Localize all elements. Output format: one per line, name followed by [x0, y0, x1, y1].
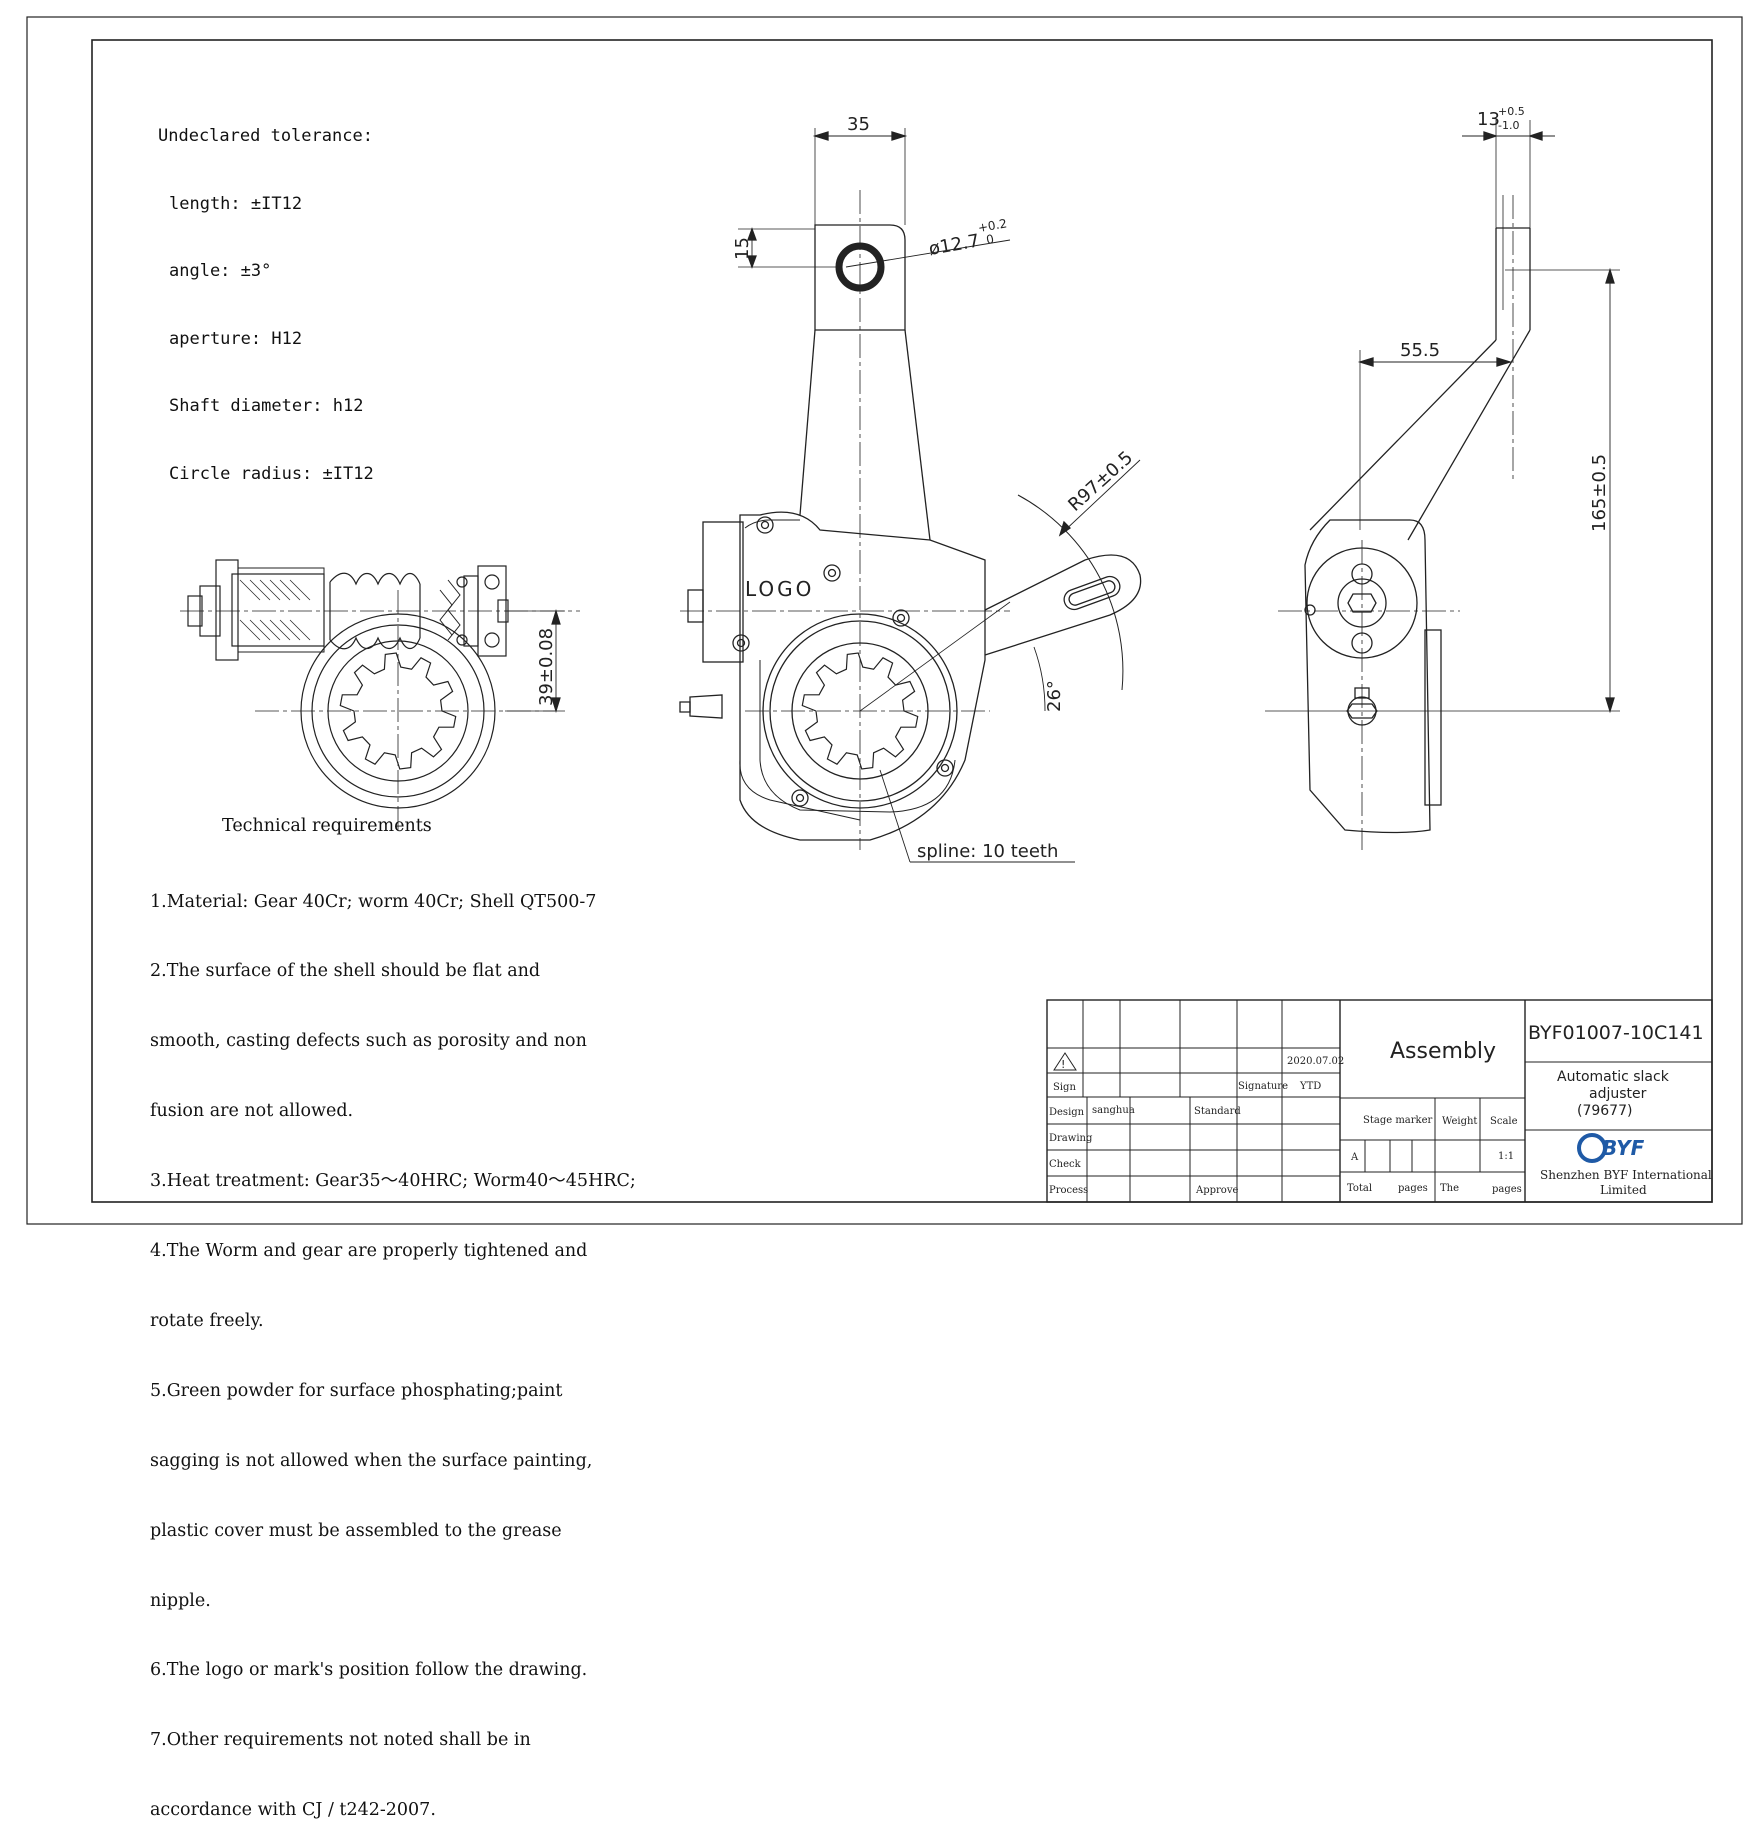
tb-design-label: Design	[1049, 1107, 1085, 1118]
dim-hole-tol-dn: 0	[985, 232, 995, 247]
tb-part-name-3: (79677)	[1577, 1103, 1632, 1119]
tb-drawing: Drawing	[1049, 1133, 1093, 1144]
dim-angle: 26°	[1044, 680, 1065, 712]
tolerance-notes: Undeclared tolerance: length: ±IT12 angl…	[158, 80, 374, 508]
technical-title: Technical requirements	[222, 816, 432, 836]
tolerance-line: length: ±IT12	[169, 193, 303, 214]
svg-text:BYF: BYF	[1602, 1136, 1645, 1160]
dim-radius: R97±0.5	[1064, 447, 1137, 516]
dim-thickness-tol-up: +0.5	[1498, 105, 1525, 118]
tb-scale-value: 1:1	[1498, 1151, 1514, 1162]
tolerance-title: Undeclared tolerance:	[158, 126, 373, 146]
technical-line: 3.Heat treatment: Gear35～40HRC; Worm40～4…	[150, 1171, 636, 1192]
technical-line: rotate freely.	[150, 1310, 264, 1331]
tb-part-number: BYF01007-10C141	[1528, 1022, 1704, 1044]
tb-pages-1: pages	[1398, 1183, 1428, 1194]
tb-stage-value: A	[1350, 1152, 1359, 1163]
dim-hole-tol-up: +0.2	[977, 216, 1008, 235]
logo-text: LOGO	[745, 577, 814, 601]
technical-line: plastic cover must be assembled to the g…	[150, 1520, 562, 1541]
worm-gear-view	[180, 559, 580, 830]
dim-hole-diameter: ø12.7	[927, 230, 981, 260]
technical-line: smooth, casting defects such as porosity…	[150, 1031, 587, 1052]
tb-part-name-1: Automatic slack	[1557, 1069, 1670, 1085]
tb-total: Total	[1347, 1183, 1372, 1194]
technical-line: 7.Other requirements not noted shall be …	[150, 1730, 531, 1751]
tolerance-line: Circle radius: ±IT12	[169, 463, 374, 484]
drawing-sheet: 39±0.08	[26, 16, 1743, 1225]
technical-requirements: 1.Material: Gear 40Cr; worm 40Cr; Shell …	[150, 844, 636, 1846]
technical-line: 4.The Worm and gear are properly tighten…	[150, 1241, 588, 1262]
title-block	[1046, 999, 1713, 1203]
tb-warning-mark: !	[1061, 1058, 1065, 1071]
tb-stage-marker: Stage marker	[1363, 1115, 1433, 1126]
tb-date: 2020.07.02	[1287, 1056, 1344, 1067]
side-view	[1265, 120, 1620, 850]
technical-line: fusion are not allowed.	[150, 1101, 354, 1122]
tb-pages-2: pages	[1492, 1184, 1522, 1195]
dim-arm-length: 165±0.5	[1589, 454, 1610, 532]
tolerance-line: Shaft diameter: h12	[169, 396, 364, 416]
tb-check: Check	[1049, 1159, 1082, 1170]
dim-width-top: 35	[847, 114, 870, 135]
tb-process: Process	[1049, 1185, 1088, 1196]
dim-offset: 55.5	[1400, 340, 1440, 361]
spline-label: spline: 10 teeth	[917, 841, 1058, 862]
tb-standard: Standard	[1194, 1106, 1241, 1117]
tb-company-2: Limited	[1600, 1183, 1647, 1197]
tb-designer: sanghua	[1092, 1105, 1135, 1116]
dim-thickness-tol-dn: -1.0	[1498, 119, 1519, 132]
tb-part-name-2: adjuster	[1589, 1086, 1647, 1102]
tb-weight: Weight	[1442, 1116, 1477, 1127]
tb-assembly: Assembly	[1390, 1039, 1496, 1064]
technical-line: 5.Green powder for surface phosphating;p…	[150, 1380, 563, 1401]
tb-company-1: Shenzhen BYF International	[1540, 1168, 1712, 1182]
technical-line: 6.The logo or mark's position follow the…	[150, 1660, 588, 1681]
technical-line: 2.The surface of the shell should be fla…	[150, 961, 541, 982]
technical-line: nipple.	[150, 1590, 211, 1611]
tolerance-line: angle: ±3°	[169, 261, 272, 281]
tb-approve: Approve	[1195, 1185, 1238, 1196]
dim-center-height: 39±0.08	[536, 628, 557, 706]
tb-sign: Sign	[1053, 1082, 1076, 1093]
tb-ytd: YTD	[1299, 1081, 1321, 1092]
dim-hole-offset: 15	[732, 237, 753, 260]
technical-line: 1.Material: Gear 40Cr; worm 40Cr; Shell …	[150, 891, 597, 912]
tb-the: The	[1440, 1183, 1459, 1194]
technical-line: sagging is not allowed when the surface …	[150, 1450, 593, 1471]
tb-scale: Scale	[1490, 1116, 1518, 1127]
front-view	[679, 128, 1142, 863]
inner-border	[91, 39, 1713, 1203]
byf-logo: BYF	[1577, 1133, 1645, 1163]
tb-signature: Signature	[1238, 1081, 1288, 1092]
outer-border	[26, 16, 1743, 1225]
technical-line: accordance with CJ / t242-2007.	[150, 1800, 436, 1821]
dim-thickness: 13	[1477, 109, 1500, 130]
tolerance-line: aperture: H12	[169, 328, 303, 349]
